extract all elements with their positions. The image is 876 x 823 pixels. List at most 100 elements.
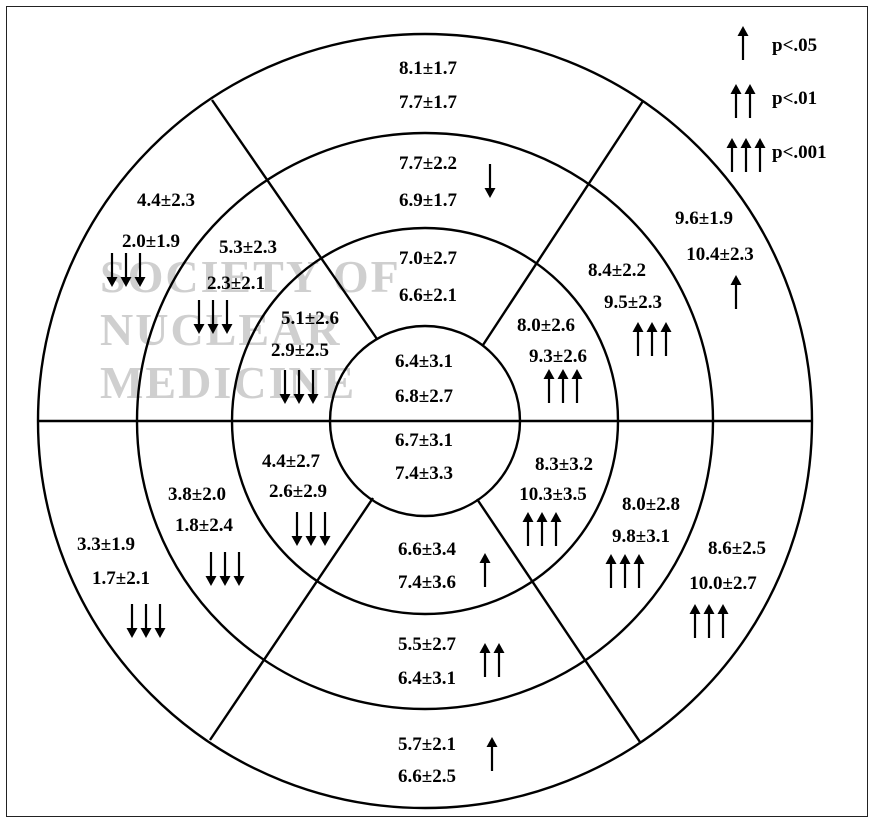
value-center-1: 6.4±3.1 <box>395 351 453 372</box>
value-mid-bottom-1: 5.5±2.7 <box>398 634 456 655</box>
arrow-outer-upper-right <box>730 275 742 309</box>
arrow-inner-upper-left <box>279 370 319 404</box>
value-inner-upper-left-2: 2.9±2.5 <box>271 340 329 361</box>
value-inner-upper-right-1: 8.0±2.6 <box>517 315 575 336</box>
value-outer-upper-left-1: 4.4±2.3 <box>137 190 195 211</box>
segment-values: 6.4±3.1 6.8±2.7 6.7±3.1 7.4±3.3 7.0±2.7 … <box>77 58 766 787</box>
arrow-down-head <box>106 277 118 287</box>
value-inner-lower-right-2: 10.3±3.5 <box>519 484 586 505</box>
arrow-up-head <box>717 604 729 614</box>
value-inner-top-2: 6.6±2.1 <box>399 285 457 306</box>
arrow-mid-lower-right <box>605 554 645 588</box>
value-mid-upper-right-1: 8.4±2.2 <box>588 260 646 281</box>
arrow-down-head <box>305 536 317 546</box>
arrow-down-head <box>484 188 496 198</box>
arrow-down-head <box>126 628 138 638</box>
arrow-down-head <box>205 576 217 586</box>
arrow-up-head <box>571 369 583 379</box>
arrow-up-head <box>536 512 548 522</box>
arrow-down-head <box>307 394 319 404</box>
value-mid-upper-right-2: 9.5±2.3 <box>604 292 662 313</box>
value-outer-upper-left-2: 2.0±1.9 <box>122 231 180 252</box>
arrow-down-head <box>233 576 245 586</box>
arrow-up-head <box>550 512 562 522</box>
divider-lower-left <box>209 497 374 741</box>
arrow-up-head <box>740 138 752 148</box>
value-inner-upper-right-2: 9.3±2.6 <box>529 346 587 367</box>
arrow-down-head <box>120 277 132 287</box>
arrow-mid-lower-left <box>205 552 245 586</box>
value-outer-lower-right-2: 10.0±2.7 <box>689 573 757 594</box>
value-outer-bottom-1: 5.7±2.1 <box>398 734 456 755</box>
value-outer-bottom-2: 6.6±2.5 <box>398 766 456 787</box>
arrow-up-head <box>754 138 766 148</box>
value-outer-upper-right-1: 9.6±1.9 <box>675 208 733 229</box>
arrow-up-head <box>703 604 715 614</box>
arrow-down-head <box>193 324 205 334</box>
arrow-down-head <box>221 324 233 334</box>
arrow-down-head <box>154 628 166 638</box>
arrow-outer-lower-left <box>126 604 166 638</box>
value-mid-top-2: 6.9±1.7 <box>399 190 457 211</box>
arrow-up-head <box>744 84 756 94</box>
arrow-outer-bottom <box>486 737 498 771</box>
arrow-up-head <box>730 84 742 94</box>
value-inner-upper-left-1: 5.1±2.6 <box>281 308 339 329</box>
value-mid-lower-left-1: 3.8±2.0 <box>168 484 226 505</box>
legend-label-p01: p<.01 <box>772 88 817 109</box>
value-mid-upper-left-2: 2.3±2.1 <box>207 273 265 294</box>
arrow-down-head <box>207 324 219 334</box>
arrow-up-head <box>557 369 569 379</box>
arrow-up-head <box>737 26 749 36</box>
arrow-up-head <box>726 138 738 148</box>
arrow-down-head <box>134 277 146 287</box>
arrow-outer-lower-right <box>689 604 729 638</box>
arrow-up-head <box>479 643 491 653</box>
arrow-up-head <box>619 554 631 564</box>
arrow-mid-bottom <box>479 643 505 677</box>
value-inner-top-1: 7.0±2.7 <box>399 248 457 269</box>
arrow-down-head <box>219 576 231 586</box>
divider-upper-right <box>481 100 645 346</box>
value-center-4: 7.4±3.3 <box>395 463 453 484</box>
value-mid-bottom-2: 6.4±3.1 <box>398 668 456 689</box>
value-inner-lower-left-2: 2.6±2.9 <box>269 481 327 502</box>
arrow-down-head <box>319 536 331 546</box>
arrow-inner-lower-right <box>522 512 562 546</box>
value-outer-lower-left-1: 3.3±1.9 <box>77 534 135 555</box>
arrow-up-head <box>730 275 742 285</box>
arrow-up-head <box>633 554 645 564</box>
arrow-up-head <box>689 604 701 614</box>
arrow-inner-upper-right <box>543 369 583 403</box>
value-mid-top-1: 7.7±2.2 <box>399 153 457 174</box>
value-outer-lower-right-1: 8.6±2.5 <box>708 538 766 559</box>
divider-upper-left <box>211 99 378 340</box>
figure-frame <box>6 6 868 817</box>
arrow-down-head <box>291 536 303 546</box>
value-outer-lower-left-2: 1.7±2.1 <box>92 568 150 589</box>
arrow-inner-bottom <box>479 553 491 587</box>
value-center-2: 6.8±2.7 <box>395 386 453 407</box>
value-outer-top-1: 8.1±1.7 <box>399 58 457 79</box>
watermark-line-2: NUCLEAR <box>100 304 341 355</box>
value-center-3: 6.7±3.1 <box>395 430 453 451</box>
arrow-up-head <box>632 322 644 332</box>
arrow-up-head <box>479 553 491 563</box>
arrow-up-head <box>493 643 505 653</box>
dividers <box>38 99 812 743</box>
arrow-mid-upper-right <box>632 322 672 356</box>
arrow-down-head <box>293 394 305 404</box>
value-outer-upper-right-2: 10.4±2.3 <box>686 244 753 265</box>
value-inner-lower-right-1: 8.3±3.2 <box>535 454 593 475</box>
arrow-down-head <box>140 628 152 638</box>
legend-arrow-double <box>730 84 756 118</box>
legend: p<.05 p<.01 p<.001 <box>726 26 827 172</box>
value-inner-bottom-2: 7.4±3.6 <box>398 572 456 593</box>
arrow-outer-upper-left <box>106 253 146 287</box>
value-mid-lower-right-2: 9.8±3.1 <box>612 526 670 547</box>
legend-label-p001: p<.001 <box>772 142 827 163</box>
value-inner-lower-left-1: 4.4±2.7 <box>262 451 320 472</box>
value-outer-top-2: 7.7±1.7 <box>399 92 457 113</box>
legend-arrow-triple <box>726 138 766 172</box>
